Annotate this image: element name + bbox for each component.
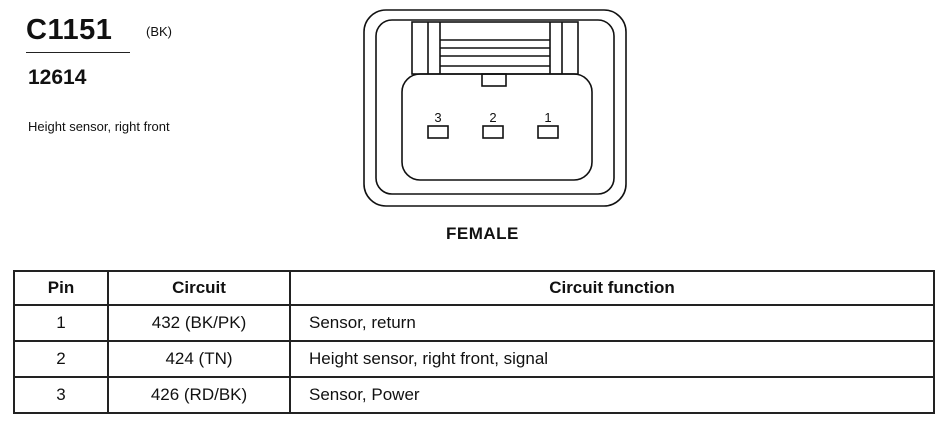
circuit-cell: 424 (TN)	[107, 340, 291, 378]
function-cell: Sensor, Power	[289, 376, 935, 414]
cavity-1	[537, 125, 559, 139]
cavity-label-3: 3	[434, 110, 441, 125]
cavity-2	[482, 125, 504, 139]
header-circuit-function: Circuit function	[289, 270, 935, 306]
circuit-cell: 432 (BK/PK)	[107, 304, 291, 342]
keying-tab	[481, 73, 507, 87]
table-row: 3 426 (RD/BK) Sensor, Power	[13, 376, 935, 414]
header-pin: Pin	[13, 270, 109, 306]
pin-cell: 2	[13, 340, 109, 378]
circuit-cell: 426 (RD/BK)	[107, 376, 291, 414]
pinout-table: Pin Circuit Circuit function 1 432 (BK/P…	[13, 270, 935, 414]
cavity-label-1: 1	[544, 110, 551, 125]
header-circuit: Circuit	[107, 270, 291, 306]
title-underline	[26, 52, 130, 53]
connector-gender: FEMALE	[446, 224, 519, 243]
terminal-face	[401, 73, 593, 181]
cavity-3	[427, 125, 449, 139]
pin-cell: 3	[13, 376, 109, 414]
function-cell: Sensor, return	[289, 304, 935, 342]
connector-id: C1151	[26, 14, 113, 46]
function-cell: Height sensor, right front, signal	[289, 340, 935, 378]
connector-description: Height sensor, right front	[28, 119, 170, 134]
table-header-row: Pin Circuit Circuit function	[13, 270, 935, 306]
pin-cell: 1	[13, 304, 109, 342]
housing-inner	[375, 19, 615, 195]
table-row: 1 432 (BK/PK) Sensor, return	[13, 304, 935, 342]
connector-color-code: (BK)	[146, 24, 172, 39]
table-row: 2 424 (TN) Height sensor, right front, s…	[13, 340, 935, 378]
part-number: 12614	[28, 66, 87, 89]
connector-face-diagram: 3 2 1	[363, 9, 627, 207]
housing-outer	[363, 9, 627, 207]
cavity-label-2: 2	[489, 110, 496, 125]
